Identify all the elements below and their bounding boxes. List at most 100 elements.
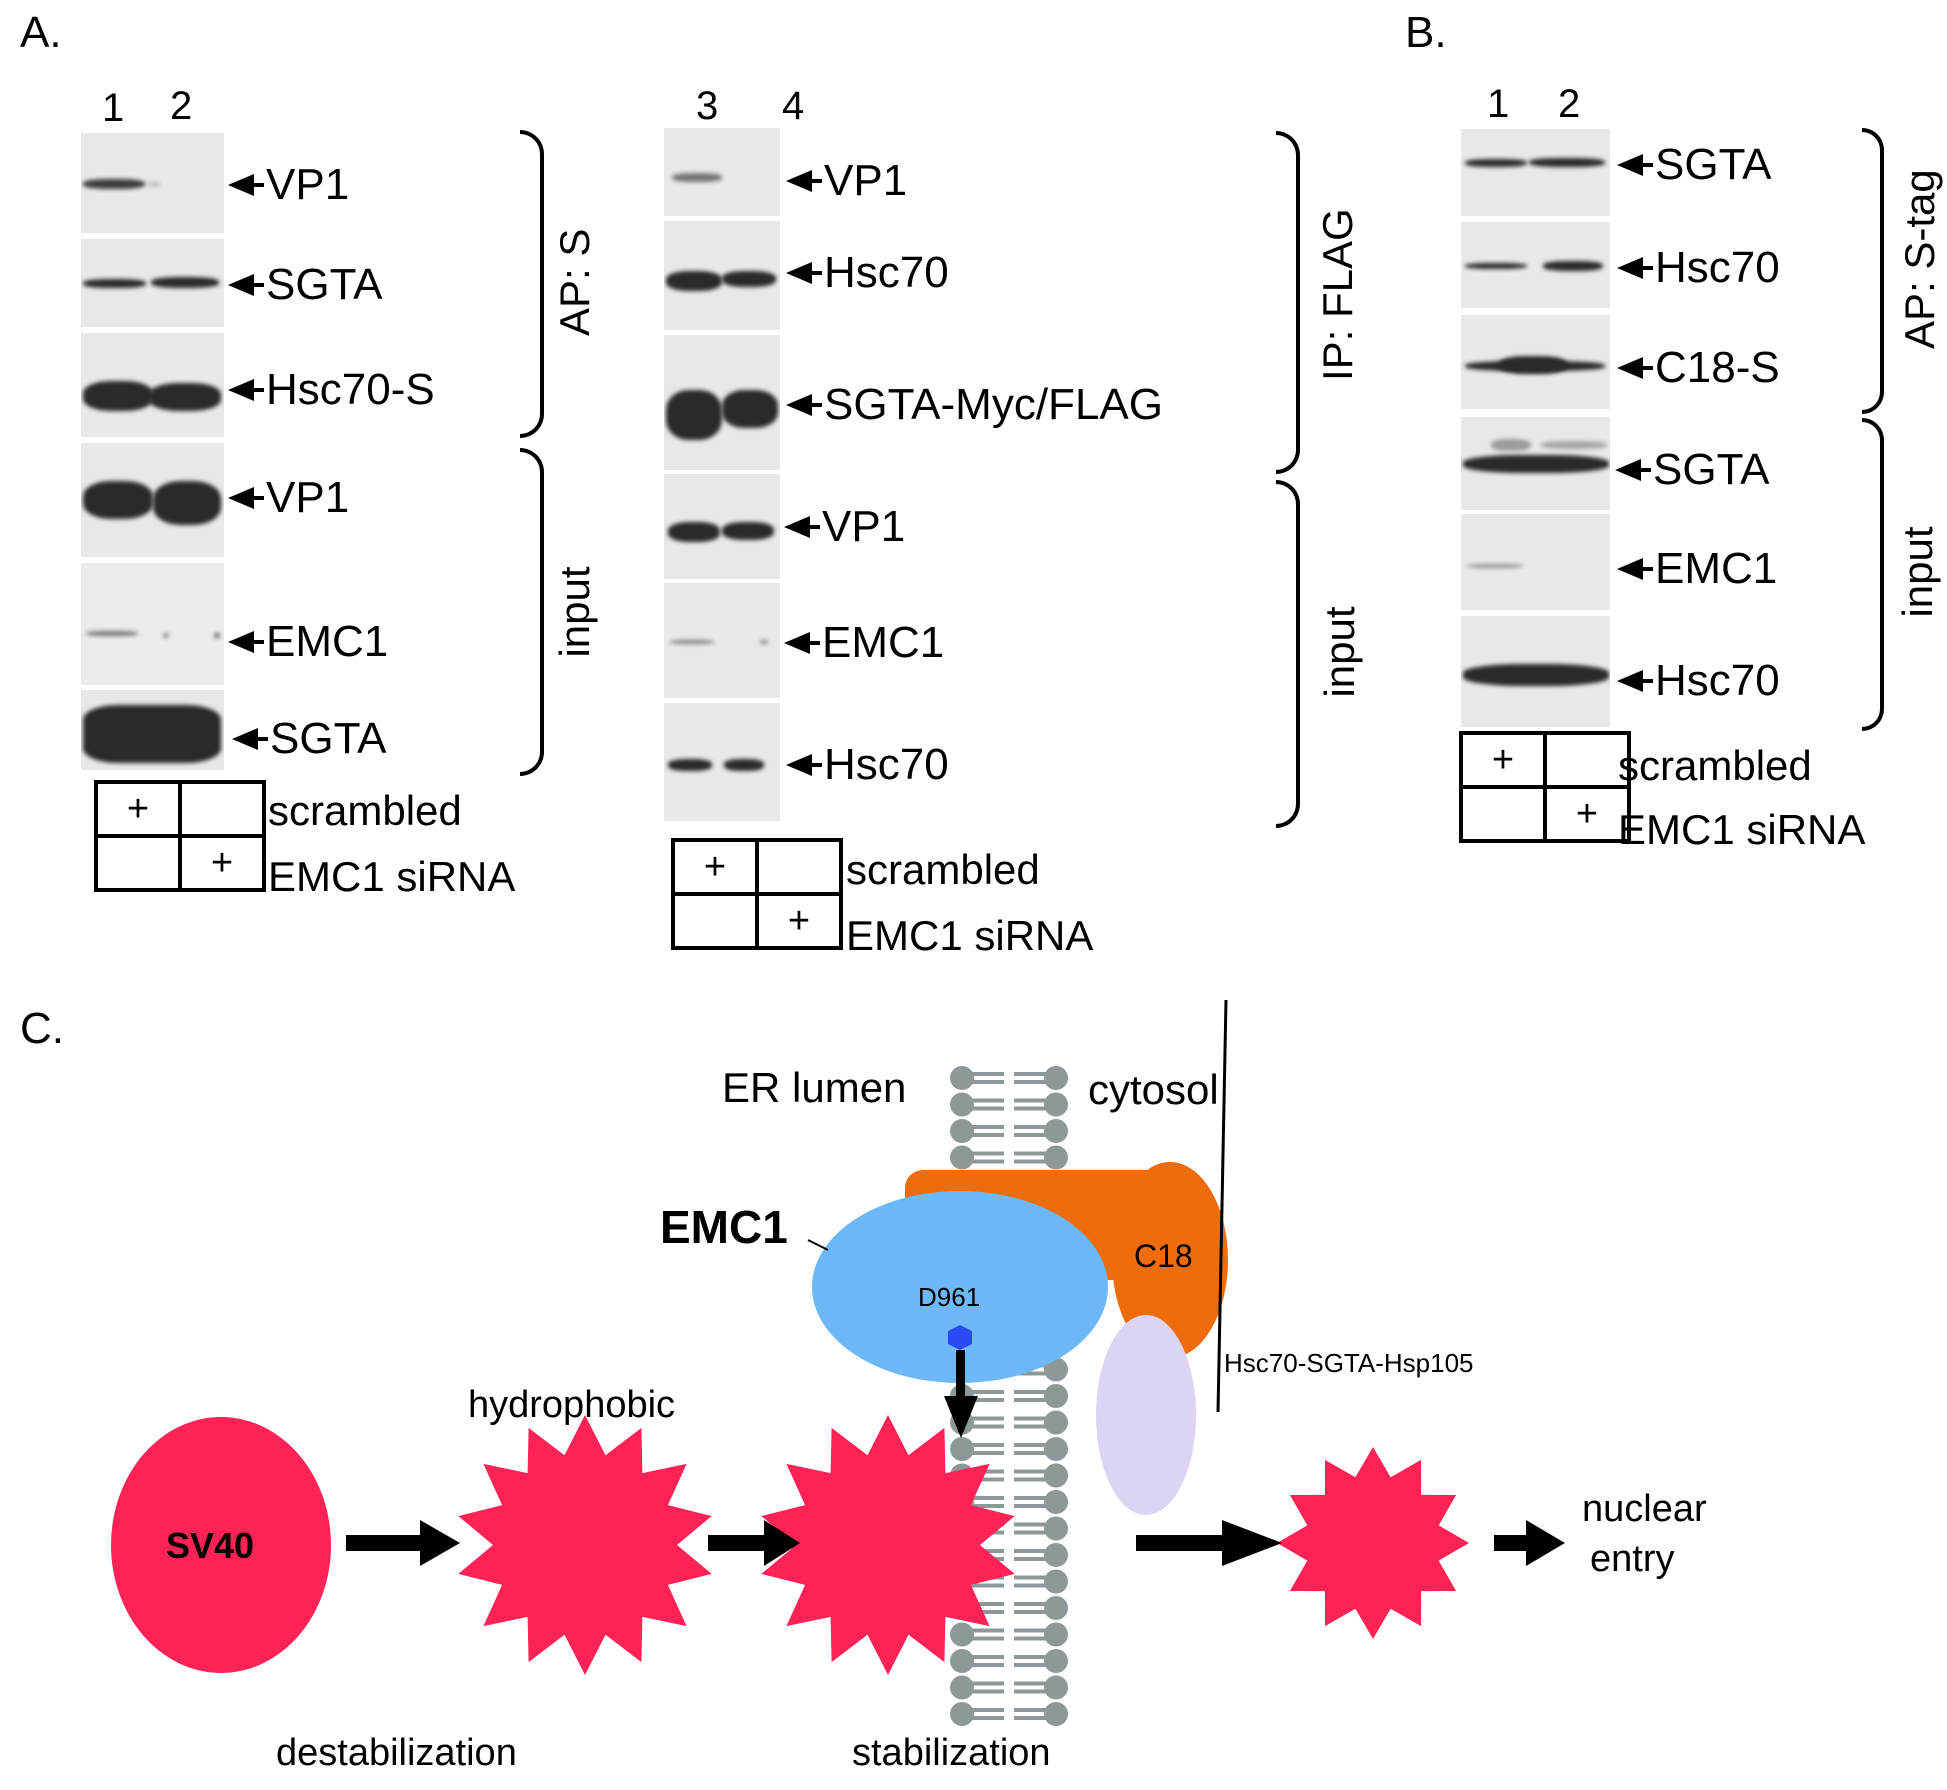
lane-number: 1 [102,86,125,130]
destabilized-virus [458,1415,712,1675]
treatment-label: EMC1 siRNA [846,912,1094,959]
blot-vp1-input [81,443,224,557]
blot-hsc70-input-right [664,703,780,821]
arrow-left-icon [228,487,254,509]
d961-label: D961 [918,1282,981,1312]
arrow-left-icon [228,379,254,401]
emc1-connector [807,1239,829,1251]
panel-c-letter: C. [20,1004,64,1053]
lane-number: 4 [782,84,805,128]
treatment-table: + + [1459,731,1631,843]
treatment-cell [755,838,843,896]
protein-label: SGTA [228,260,383,310]
protein-label: Hsc70 [786,740,949,790]
blot-emc1-input-b [1461,514,1610,610]
panel-a-letter: A. [20,8,62,57]
lipid-left [950,1119,1004,1143]
protein-label: Hsc70 [786,248,949,298]
arrow-left-icon [1617,670,1643,692]
emc1-label: EMC1 [660,1201,788,1253]
blot-hsc70-ip [664,221,780,330]
protein-label: VP1 [784,502,905,552]
arrow-left-icon [786,262,812,284]
protein-label: Hsc70-S [228,365,435,415]
arrow-left-icon [1615,459,1641,481]
destabilization-label: destabilization [276,1732,517,1774]
protein-label: Hsc70 [1617,243,1780,293]
released-virus [1277,1447,1469,1639]
lipid-left [950,1437,1004,1461]
lipid-left [950,1675,1004,1700]
protein-label: VP1 [228,160,349,210]
c18-body [1112,1162,1228,1358]
chaperone-connector [1216,1000,1228,1413]
lipid-right [1014,1119,1068,1143]
protein-label: VP1 [786,156,907,206]
group-brace [1276,131,1300,474]
lane-number: 2 [1558,82,1581,126]
arrow-left-icon [784,632,810,654]
blot-vp1-ap [81,133,224,233]
blot-sgta-ap [81,239,224,327]
arrow-left-icon [1617,257,1643,279]
protein-label: VP1 [228,473,349,523]
blot-sgta-input-b [1461,417,1610,510]
sv40-particle [111,1417,331,1673]
lipid-right [1014,1675,1068,1700]
treatment-table: + + [671,838,843,950]
group-label: AP: S [551,228,598,336]
arrow-left-icon [1617,558,1643,580]
lipid-left [950,1649,1004,1673]
treatment-cell [1459,785,1547,843]
nuclear-entry-label: entry [1590,1538,1675,1580]
lipid-right [1014,1145,1068,1170]
lipid-right [1014,1516,1068,1541]
protein-label: EMC1 [228,617,388,667]
hydrophobic-label: hydrophobic [468,1384,676,1426]
protein-label: Hsc70 [1617,656,1780,706]
treatment-table: + + [94,780,266,892]
protein-label: SGTA [232,714,387,764]
protein-label: SGTA [1617,140,1772,190]
blot-vp1-input-right [664,474,780,579]
lipid-right [1014,1463,1068,1488]
down-arrow-head [944,1396,978,1438]
group-label: input [551,566,598,658]
treatment-cell [94,834,182,892]
protein-label: EMC1 [784,618,944,668]
treatment-cell: + [755,892,843,950]
group-brace [1862,128,1884,414]
treatment-label: scrambled [1618,742,1812,789]
lipid-right [1014,1702,1068,1726]
treatment-label: EMC1 siRNA [268,853,516,900]
arrow-left-icon [786,754,812,776]
treatment-cell [671,892,759,950]
blot-hsc70s-ap [81,333,224,437]
arrow-left-icon [232,728,258,750]
protein-label: SGTA-Myc/FLAG [786,380,1163,430]
chaperone-complex [1096,1315,1196,1515]
chaperone-label: Hsc70-SGTA-Hsp105 [1224,1348,1474,1378]
group-brace [1276,480,1300,828]
group-brace [1862,418,1884,731]
group-label: input [1894,526,1941,618]
lipid-right [1014,1543,1068,1567]
blot-sgta-input [81,690,224,770]
lipid-right [1014,1410,1068,1435]
lipid-right [1014,1596,1068,1620]
blot-hsc70-ap-b [1461,222,1610,308]
panel-b-letter: B. [1405,8,1447,57]
lipid-right [1014,1622,1068,1647]
treatment-cell: + [1459,731,1547,789]
group-label: input [1316,606,1363,698]
arrow-right-icon [1136,1520,1282,1566]
lane-number: 1 [1487,82,1510,126]
treatment-cell [1543,731,1631,789]
arrow-left-icon [1617,154,1643,176]
blot-emc1-input [81,563,224,685]
arrow-left-icon [228,274,254,296]
lipid-left [950,1622,1004,1647]
treatment-cell: + [671,838,759,896]
group-label: AP: S-tag [1896,169,1943,349]
lipid-right [1014,1066,1068,1090]
